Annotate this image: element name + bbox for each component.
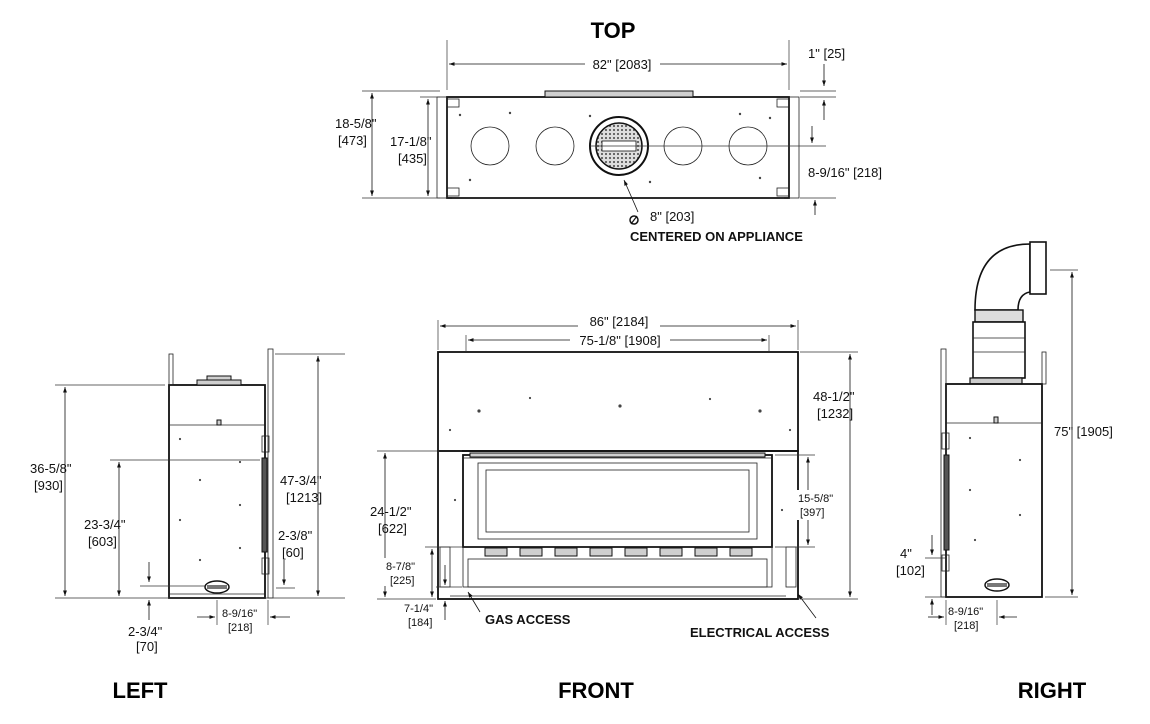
bracket [941, 432, 950, 450]
left-height-total-metric: [1213] [286, 490, 322, 505]
top-view-left-flange [436, 96, 448, 199]
left-view: 36-5/8" [930] 23-3/4" [603] 47-3/4" [121… [30, 348, 345, 703]
right-view-title: RIGHT [1018, 678, 1087, 703]
left-access-width-label: 8-9/16" [222, 608, 257, 620]
louver [659, 547, 683, 557]
front-trim [469, 452, 766, 458]
left-view-side-rail [261, 457, 268, 553]
bracket [776, 187, 790, 197]
louver [519, 547, 543, 557]
bracket [261, 557, 270, 575]
bracket [776, 98, 790, 108]
front-opening-height-label: 24-1/2" [370, 504, 412, 519]
electrical-access-label: ELECTRICAL ACCESS [690, 625, 830, 640]
front-bottom-height-label: 7-1/4" [404, 603, 433, 615]
right-view-body [945, 383, 1043, 598]
left-height-mid-label: 23-3/4" [84, 517, 126, 532]
front-right-bracket [785, 546, 797, 588]
right-view-side-rail [943, 454, 950, 551]
left-height-top-label: 36-5/8" [30, 461, 72, 476]
electrical-access-leader [797, 593, 817, 619]
left-view-tab [168, 353, 174, 386]
top-depth-outer-metric: [473] [338, 133, 367, 148]
louver [589, 547, 613, 557]
front-lower-panel [467, 558, 768, 588]
left-view-vent-top [196, 379, 242, 386]
louver [484, 547, 508, 557]
left-view-title: LEFT [113, 678, 169, 703]
right-access-width-metric: [218] [954, 620, 978, 632]
louver [729, 547, 753, 557]
right-total-height-label: 75" [1905] [1054, 424, 1113, 439]
bracket [941, 554, 950, 572]
top-depth-inner-label: 17-1/8" [390, 134, 432, 149]
gas-access-label: GAS ACCESS [485, 612, 571, 627]
front-lower-section [437, 450, 799, 600]
vent-leader [623, 179, 639, 213]
top-offset-label: 1" [25] [808, 46, 845, 61]
bracket [446, 98, 460, 108]
gas-access-leader [467, 591, 481, 613]
louver [554, 547, 578, 557]
front-glass-height-label: 15-5/8" [798, 493, 833, 505]
left-side-offset-label: 2-3/8" [278, 528, 313, 543]
vent-note-label: CENTERED ON APPLIANCE [630, 229, 803, 244]
right-view: 75" [1905] 4" [102] 8-9/16" [218] RIGHT [896, 241, 1113, 703]
front-overall-height-metric: [1232] [817, 406, 853, 421]
right-bottom-offset-metric: [102] [896, 563, 925, 578]
left-view-body [168, 384, 266, 599]
front-glass [477, 462, 758, 540]
right-access-width-label: 8-9/16" [948, 606, 983, 618]
top-flue-offset-label: 8-9/16" [218] [808, 165, 882, 180]
top-width-label: 82" [2083] [593, 57, 652, 72]
louver [624, 547, 648, 557]
front-base-height-metric: [225] [390, 575, 414, 587]
knockout-circle [470, 126, 510, 166]
left-height-mid-metric: [603] [88, 534, 117, 549]
front-glass-inner [485, 469, 750, 533]
front-base-height-label: 8-7/8" [386, 561, 415, 573]
front-lower-bay [462, 546, 773, 588]
top-depth-outer-label: 18-5/8" [335, 116, 377, 131]
knockout-circle [535, 126, 575, 166]
front-opening-height-metric: [622] [378, 521, 407, 536]
left-height-top-metric: [930] [34, 478, 63, 493]
top-view-title: TOP [591, 18, 636, 43]
front-view-title: FRONT [558, 678, 634, 703]
vent-size-label: 8" [203] [650, 209, 694, 224]
front-overall-height-label: 48-1/2" [813, 389, 855, 404]
front-firebox [462, 454, 773, 548]
top-view: TOP 82" [2083] [335, 18, 882, 244]
right-view-tab [1041, 351, 1047, 385]
front-bottom-height-metric: [184] [408, 617, 432, 629]
bracket [446, 187, 460, 197]
bracket [261, 435, 270, 453]
louver [694, 547, 718, 557]
left-side-offset-metric: [60] [282, 545, 304, 560]
front-view: 86" [2184] 75-1/8" [1908] 48-1/2" [1232]… [370, 314, 858, 703]
top-view-right-flange [788, 96, 800, 199]
front-upper-panel [437, 351, 799, 452]
left-view-vent-cap [206, 375, 232, 381]
front-glass-height-metric: [397] [800, 507, 824, 519]
screw [216, 419, 222, 426]
front-inner-width-label: 75-1/8" [1908] [579, 333, 660, 348]
left-access-width-metric: [218] [228, 622, 252, 634]
top-view-top-strip [544, 90, 694, 98]
right-vent-elbow [969, 241, 1047, 385]
left-bottom-offset-metric: [70] [136, 639, 158, 654]
top-depth-inner-metric: [435] [398, 151, 427, 166]
left-bottom-offset-label: 2-3/4" [128, 624, 163, 639]
front-overall-width-label: 86" [2184] [590, 314, 649, 329]
left-height-total-label: 47-3/4" [280, 473, 322, 488]
right-bottom-offset-label: 4" [900, 546, 912, 561]
